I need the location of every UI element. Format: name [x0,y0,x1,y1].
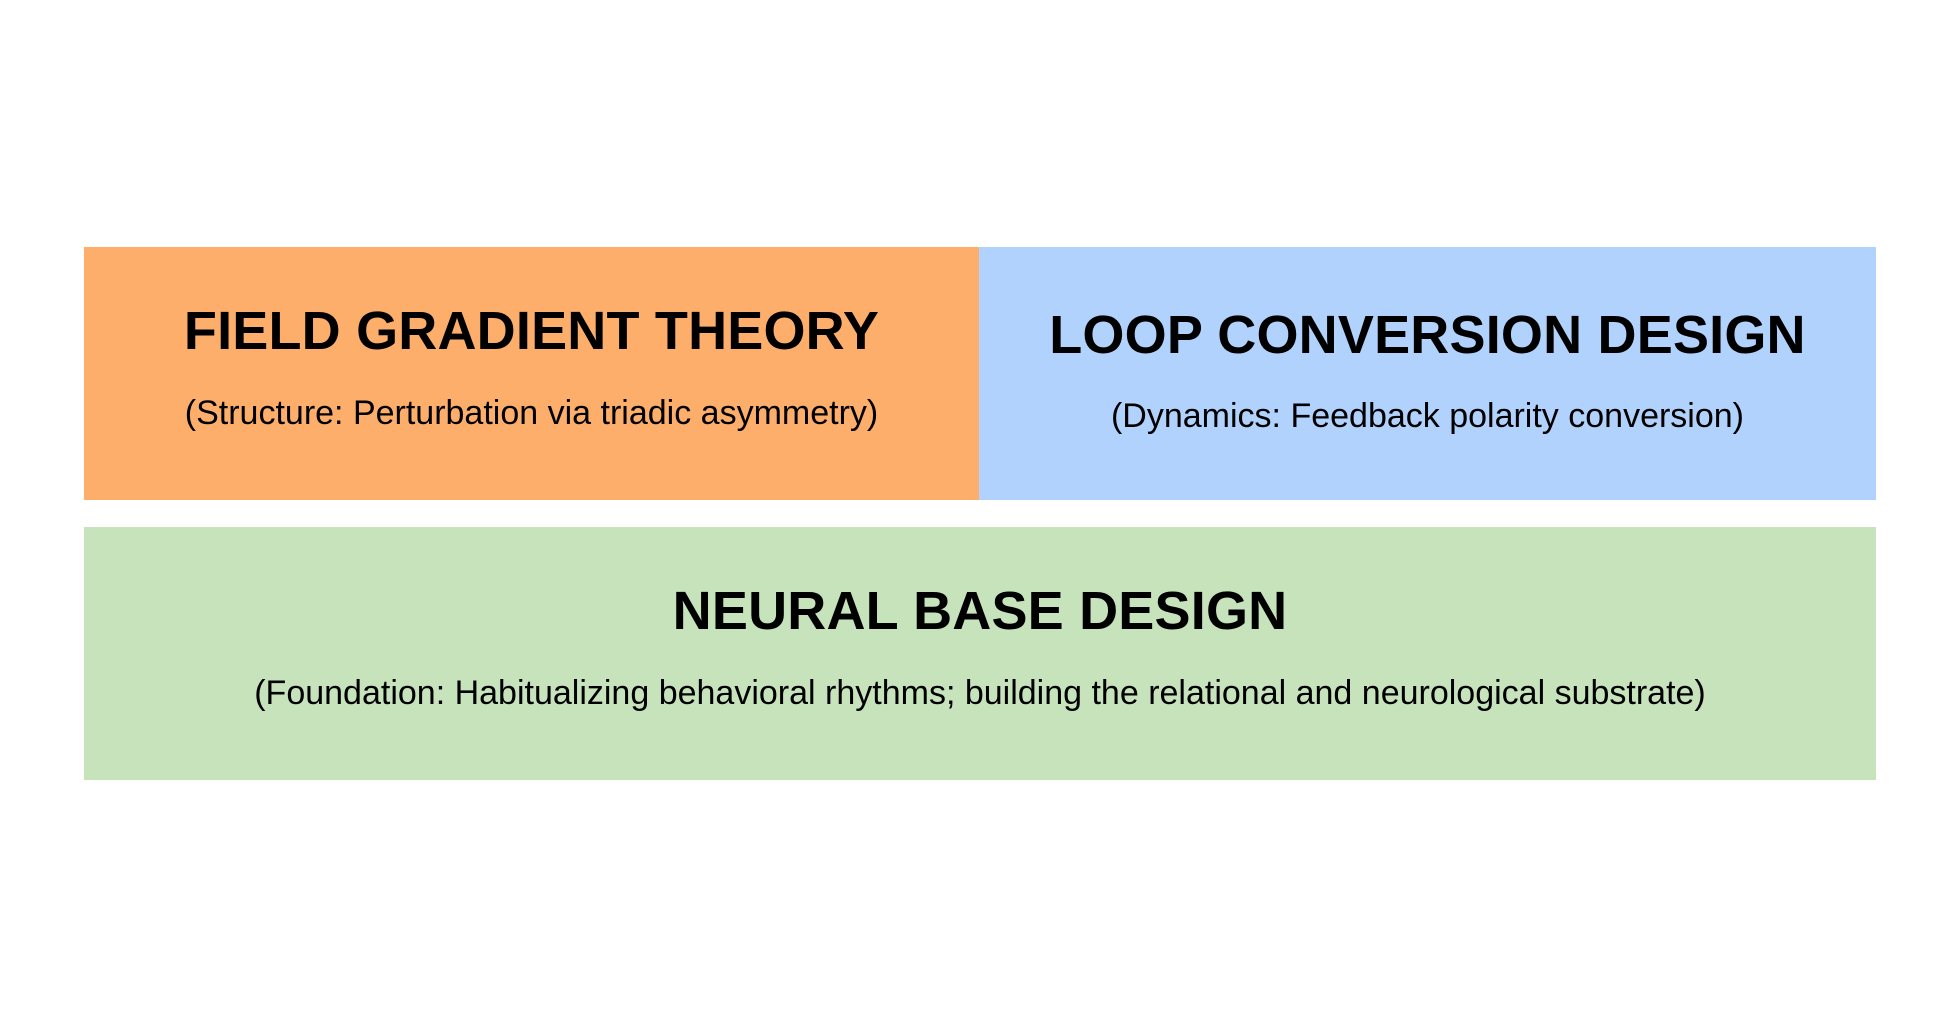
field-gradient-theory-title: FIELD GRADIENT THEORY [183,301,880,361]
field-gradient-theory-block: FIELD GRADIENT THEORY (Structure: Pertur… [84,247,979,500]
neural-base-design-subtitle: (Foundation: Habitualizing behavioral rh… [254,674,1706,712]
loop-conversion-design-title: LOOP CONVERSION DESIGN [1049,305,1806,365]
neural-base-design-title: NEURAL BASE DESIGN [672,581,1288,641]
field-gradient-theory-subtitle: (Structure: Perturbation via triadic asy… [184,394,879,432]
neural-base-design-block: NEURAL BASE DESIGN (Foundation: Habitual… [84,527,1876,780]
loop-conversion-design-block: LOOP CONVERSION DESIGN (Dynamics: Feedba… [979,247,1876,500]
loop-conversion-design-subtitle: (Dynamics: Feedback polarity conversion) [1110,397,1745,435]
